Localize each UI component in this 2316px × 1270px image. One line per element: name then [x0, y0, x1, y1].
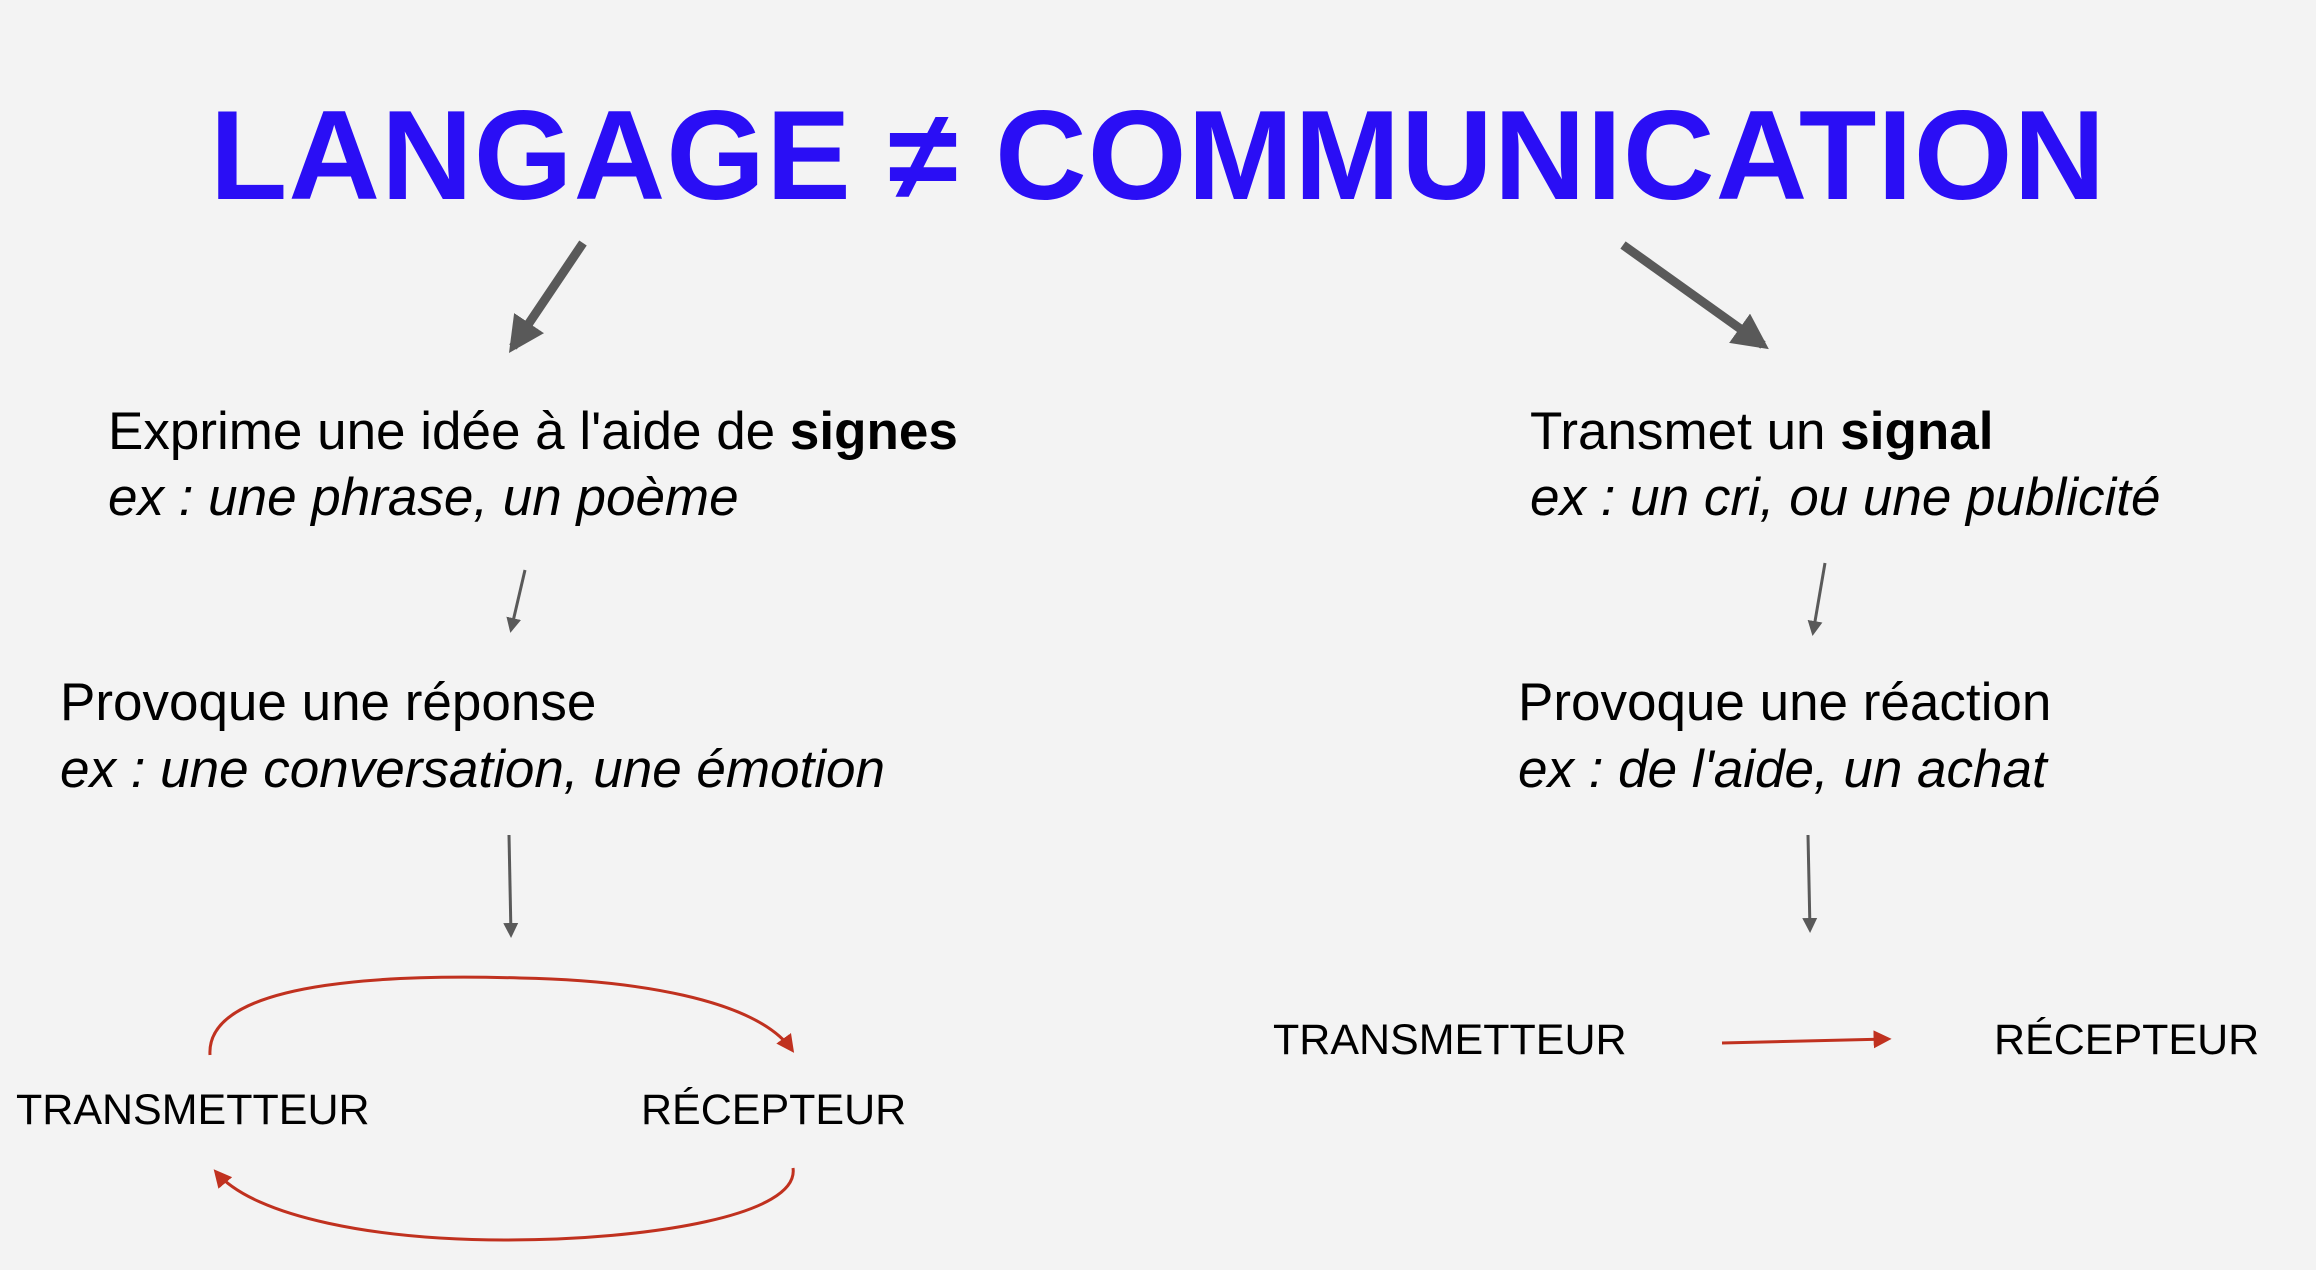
langage-definition-keyword: signes	[789, 402, 958, 461]
arrow-title-to-communication	[1620, 241, 1769, 350]
langage-effect-example: ex : une conversation, une émotion	[60, 740, 885, 799]
arrow-right-effect-to-exchange	[1802, 834, 1818, 933]
arrow-left-definition-to-effect	[506, 569, 527, 633]
arrow-sender-to-receiver-loop	[208, 975, 795, 1056]
communication-receiver-label: RÉCEPTEUR	[1994, 1016, 2260, 1064]
communication-definition: Transmet un signal	[1530, 399, 1993, 465]
communication-definition-text: Transmet un	[1530, 402, 1841, 461]
arrow-title-to-langage	[508, 240, 587, 353]
arrow-receiver-to-sender-loop	[213, 1167, 795, 1242]
communication-definition-keyword: signal	[1840, 402, 1994, 461]
arrow-left-effect-to-exchange	[503, 834, 519, 938]
communication-effect-example: ex : de l'aide, un achat	[1518, 740, 2047, 799]
langage-effect: Provoque une réponse	[60, 673, 597, 732]
langage-sender-label: TRANSMETTEUR	[16, 1086, 370, 1134]
communication-definition-example: ex : un cri, ou une publicité	[1530, 468, 2161, 527]
langage-definition-text: Exprime une idée à l'aide de	[108, 402, 790, 461]
page-title: LANGAGE ≠ COMMUNICATION	[209, 84, 2107, 226]
arrow-right-definition-to-effect	[1807, 562, 1827, 636]
langage-definition: Exprime une idée à l'aide de signes	[108, 399, 958, 465]
arrow-sender-to-receiver-oneway	[1721, 1030, 1892, 1049]
communication-effect: Provoque une réaction	[1518, 673, 2052, 732]
langage-receiver-label: RÉCEPTEUR	[641, 1086, 907, 1134]
communication-sender-label: TRANSMETTEUR	[1273, 1016, 1627, 1064]
langage-definition-example: ex : une phrase, un poème	[108, 468, 739, 527]
